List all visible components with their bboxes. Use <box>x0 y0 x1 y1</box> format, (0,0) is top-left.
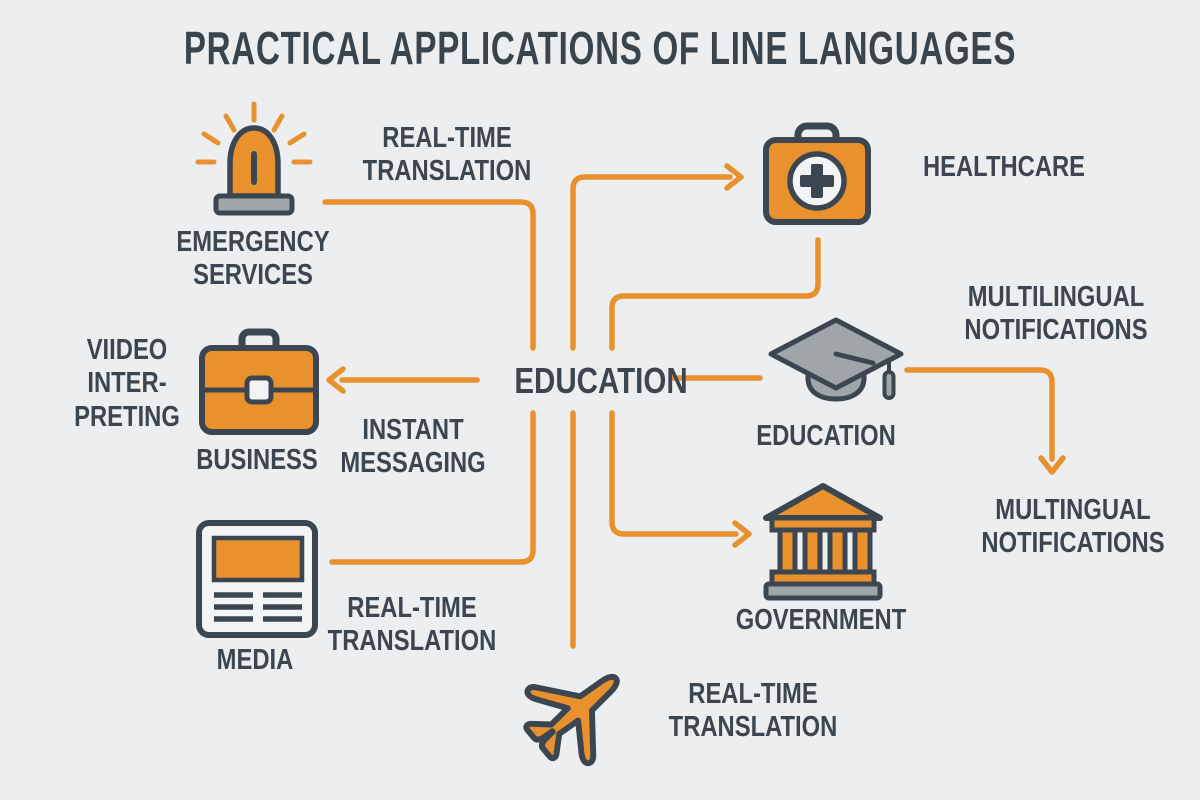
graduation-cap-icon <box>762 312 910 412</box>
briefcase-icon <box>195 326 323 438</box>
airplane-icon <box>494 628 660 794</box>
education-hub-label: EDUCATION <box>514 360 688 401</box>
edge-center-to-government <box>609 410 739 537</box>
realtime-translation-travel-label: REAL-TIME TRANSLATION <box>668 678 838 744</box>
edge-center-to-healthcare <box>570 174 733 351</box>
instant-messaging-label: INSTANT MESSAGING <box>340 414 486 480</box>
education-node-label: EDUCATION <box>756 420 896 452</box>
media-label: MEDIA <box>216 644 294 676</box>
edge-center-to-media <box>329 410 536 565</box>
edge-emergency-to-center <box>322 199 536 351</box>
healthcare-label: HEALTHCARE <box>922 151 1086 183</box>
government-label: GOVERNMENT <box>735 604 907 636</box>
edge-healthcare-to-center <box>609 237 821 351</box>
multilingual-notifications-bottom-label: MULTINGUAL NOTIFICATIONS <box>981 494 1165 560</box>
arrowhead-notifications <box>1038 455 1066 475</box>
government-building-icon <box>758 480 888 604</box>
edge-education-to-notifications <box>904 367 1055 462</box>
newspaper-icon <box>194 518 320 640</box>
multilingual-notifications-top-label: MULTILINGUAL NOTIFICATIONS <box>964 281 1148 347</box>
arrowhead-business <box>326 366 346 394</box>
first-aid-kit-icon <box>752 120 882 238</box>
page-title: PRACTICAL APPLICATIONS OF LINE LANGUAGES <box>183 22 1017 74</box>
business-label: BUSINESS <box>196 444 318 476</box>
realtime-translation-media-label: REAL-TIME TRANSLATION <box>327 592 497 658</box>
emergency-services-label: EMERGENCY SERVICES <box>176 226 330 292</box>
arrowhead-government <box>732 520 752 548</box>
video-interpreting-label: VIIDEO INTER- PRETING <box>74 334 180 433</box>
realtime-translation-top-label: REAL-TIME TRANSLATION <box>362 122 532 188</box>
arrowhead-healthcare <box>724 163 744 191</box>
siren-icon <box>192 100 317 225</box>
